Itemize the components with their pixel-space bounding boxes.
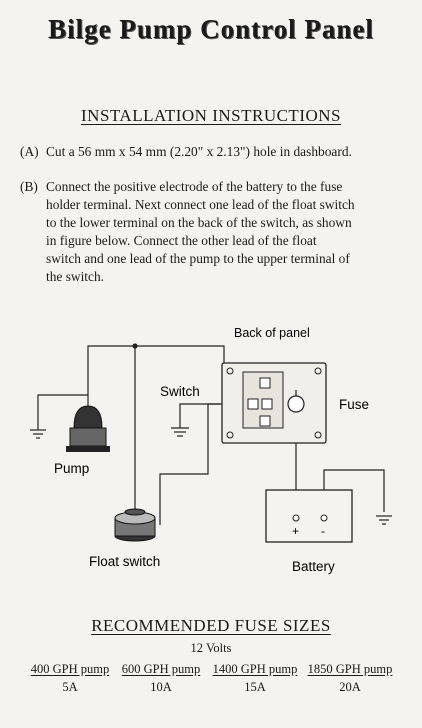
label-pump: Pump [54,461,89,476]
fuse-item: 1850 GPH pump 20A [304,662,396,695]
step-b-line: to the lower terminal on the back of the… [46,215,352,230]
panel-back-icon [221,362,327,444]
label-minus: - [321,524,325,538]
fuse-pump-label: 1400 GPH pump [212,662,298,676]
label-fuse: Fuse [339,397,369,412]
fuse-amp-value: 20A [339,680,361,694]
step-a-label: (A) [20,144,39,159]
ground-icon [30,429,46,439]
voltage-label: 12 Volts [190,641,232,655]
wire-top [87,345,225,395]
step-b-line: switch and one lead of the pump to the u… [46,251,350,266]
label-battery: Battery [292,559,335,574]
label-switch: Switch [160,384,200,399]
fuse-pump-label: 600 GPH pump [121,662,201,676]
fuse-amp-value: 5A [62,680,78,694]
step-b-line: Connect the positive electrode of the ba… [46,179,343,194]
fuse-pump-label: 400 GPH pump [30,662,110,676]
wiring-diagram: Back of panel Switch Fuse Pump Float swi… [30,326,392,574]
ground-icon [376,515,392,525]
label-plus: + [292,524,299,538]
fuse-item: 600 GPH pump 10A [118,662,204,695]
fuse-item: 1400 GPH pump 15A [209,662,301,695]
step-a-text: Cut a 56 mm x 54 mm (2.20" x 2.13") hole… [46,144,352,159]
junction-dot [132,343,138,349]
float-switch-icon [114,508,156,542]
page-title: Bilge Pump Control Panel [48,14,374,44]
wire-switch-ground [179,403,220,428]
fuse-item: 400 GPH pump 5A [28,662,112,695]
label-float-switch: Float switch [89,554,160,569]
step-b: (B) Connect the positive electrode of the… [20,178,405,286]
step-b-line: in figure below. Connect the other lead … [46,233,317,248]
label-back-of-panel: Back of panel [234,326,310,340]
pump-icon [66,395,110,452]
ground-icon [171,427,189,437]
fuse-sizes-heading: RECOMMENDED FUSE SIZES [91,616,331,635]
step-b-line: the switch. [46,269,105,284]
battery-icon [265,489,353,543]
installation-heading: INSTALLATION INSTRUCTIONS [81,106,341,125]
fuse-amp-value: 10A [150,680,172,694]
step-a: (A) Cut a 56 mm x 54 mm (2.20" x 2.13") h… [20,143,405,161]
fuse-amp-value: 15A [244,680,266,694]
fuse-pump-label: 1850 GPH pump [307,662,393,676]
step-b-line: holder terminal. Next connect one lead o… [46,197,355,212]
wire-pump-ground [37,394,88,430]
step-b-label: (B) [20,179,38,194]
